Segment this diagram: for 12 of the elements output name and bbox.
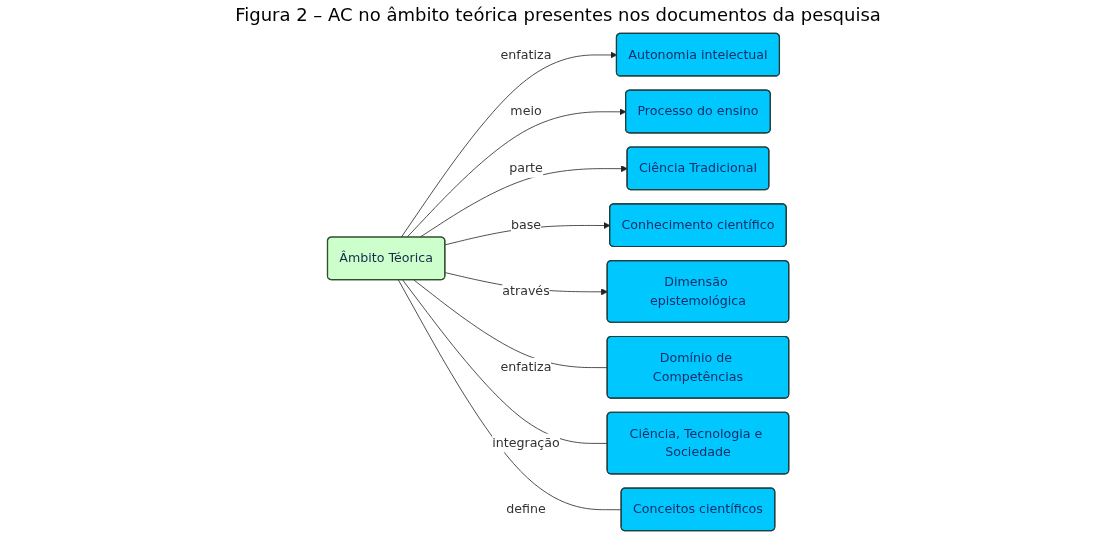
figure-title: Figura 2 – AC no âmbito teórica presentes nos documentos da pesquisa — [234, 4, 882, 25]
connector — [397, 279, 622, 511]
connector — [402, 279, 608, 444]
edge-label: define — [506, 501, 546, 517]
edge-label: parte — [509, 160, 543, 176]
edge-label: base — [510, 217, 541, 233]
edge-label: enfatiza — [500, 46, 552, 62]
edge-label: através — [502, 283, 550, 299]
edge-label: meio — [510, 103, 542, 119]
edge-label: enfatiza — [500, 359, 552, 375]
edge-label: integração — [492, 435, 560, 451]
connector — [413, 279, 608, 369]
